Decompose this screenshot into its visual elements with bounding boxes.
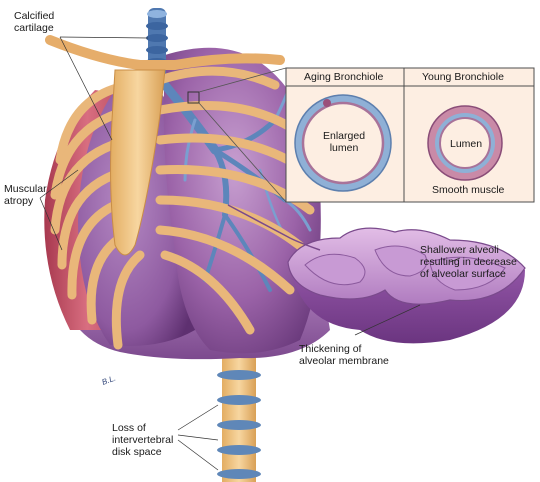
sternum (110, 69, 166, 256)
aging-bronchiole-ring (294, 94, 392, 192)
label-muscular-atropy: Muscular atropy (4, 183, 47, 207)
clavicle (45, 35, 285, 70)
leader-lines (39, 36, 461, 471)
illustrator-signature: B.L. (101, 374, 117, 387)
label-young-bronchiole: Young Bronchiole (422, 71, 504, 83)
label-lumen: Lumen (450, 138, 483, 150)
label-disk-space: Loss of intervertebral disk space (112, 422, 174, 458)
label-calcified-cartilage: Calcified cartilage (14, 10, 55, 34)
label-enlarged-lumen: Enlarged lumen (323, 130, 366, 154)
label-aging-bronchiole: Aging Bronchiole (304, 71, 384, 83)
label-smooth-muscle: Smooth muscle (432, 184, 505, 196)
alveoli-cutaway (227, 204, 526, 344)
label-thickening-membrane: Thickening of alveolar membrane (299, 343, 389, 367)
label-shallower-alveoli: Shallower alveoli resulting in decrease … (420, 244, 517, 280)
young-bronchiole-ring (427, 105, 503, 181)
